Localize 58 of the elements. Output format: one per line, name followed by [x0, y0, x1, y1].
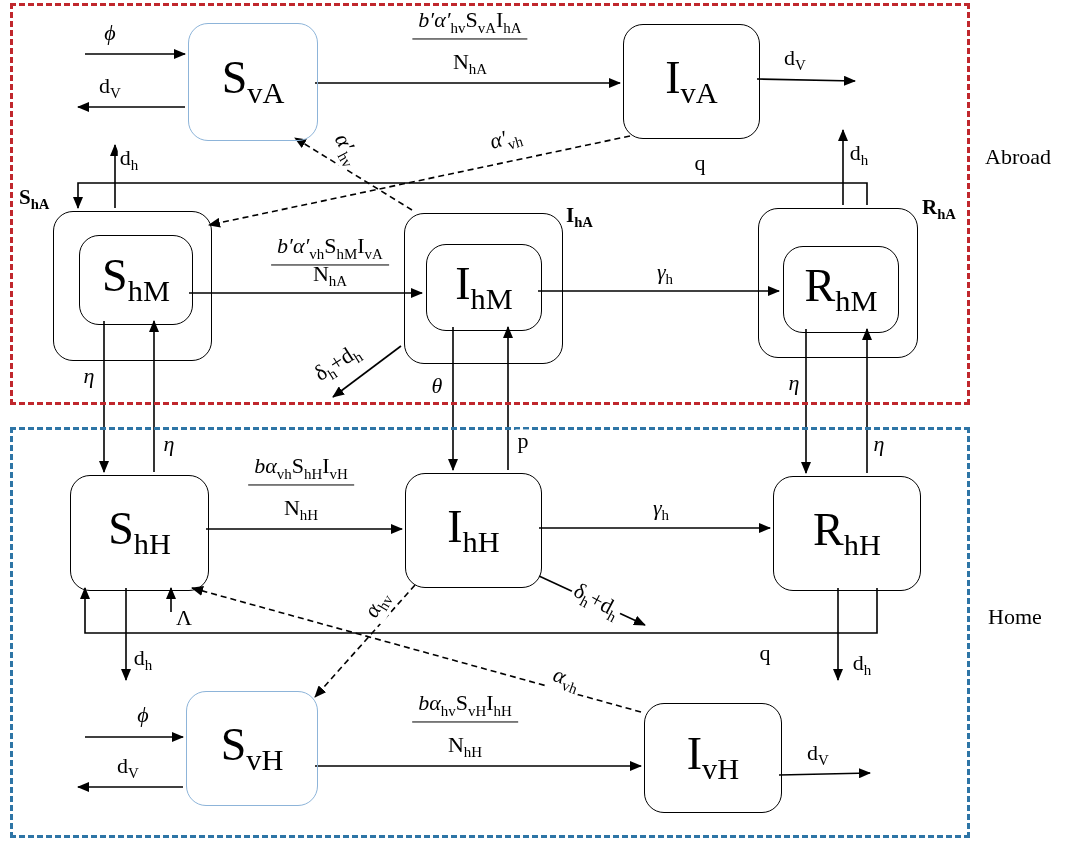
rate-denominator: N$_{hH}$	[447, 733, 483, 761]
dashed-arrow	[208, 135, 631, 228]
arrow	[99, 320, 109, 473]
dashed-arrow	[294, 137, 413, 211]
compartment-label: S$_{vH}$	[220, 721, 284, 776]
region-label: Home	[988, 604, 1042, 630]
arrow	[314, 78, 621, 88]
group-label: I$_{hA}$	[566, 203, 593, 232]
arrow	[166, 587, 176, 613]
compartment-label: I$_{hH}$	[447, 503, 500, 558]
dashed-arrow	[191, 586, 642, 713]
compartment-label: R$_{hH}$	[813, 506, 881, 561]
compartment-box	[79, 235, 193, 325]
compartment-box	[186, 691, 318, 806]
compartment-label: S$_{hH}$	[108, 506, 171, 560]
arrow	[80, 587, 878, 634]
compartment-box	[188, 23, 318, 141]
rate-denominator: N$_{hA}$	[452, 50, 488, 78]
compartment-label: R$_{hM}$	[804, 262, 878, 317]
compartment-box	[405, 473, 542, 588]
arrow	[862, 328, 872, 474]
dashed-arrow	[314, 584, 416, 698]
arrow	[838, 129, 848, 206]
edge-label: p	[515, 429, 531, 453]
arrow	[84, 49, 186, 59]
arrow	[538, 523, 771, 533]
rate-denominator: N$_{hH}$	[283, 496, 319, 524]
compartment-box	[623, 24, 760, 139]
arrow	[833, 587, 843, 681]
compartment-box	[773, 476, 921, 591]
arrow	[77, 102, 186, 112]
compartment-box	[644, 703, 782, 813]
arrow	[314, 761, 642, 771]
arrow	[121, 587, 131, 681]
compartment-box	[783, 246, 899, 333]
compartment-box	[426, 244, 542, 331]
compartment-label: S$_{hM}$	[102, 253, 170, 307]
group-label: S$_{hA}$	[19, 185, 50, 214]
compartment-label: I$_{hM}$	[455, 260, 513, 315]
arrow	[332, 345, 402, 398]
arrow	[84, 732, 184, 742]
compartment-label: I$_{vH}$	[686, 731, 740, 785]
arrow	[73, 182, 868, 209]
arrow	[188, 288, 423, 298]
region-label: Abroad	[985, 144, 1051, 170]
arrow	[149, 320, 159, 473]
compartment-label: S$_{vA}$	[221, 55, 285, 109]
arrow	[537, 286, 780, 296]
compartment-box	[70, 475, 209, 591]
arrow	[77, 782, 184, 792]
arrow	[205, 524, 403, 534]
arrow	[503, 326, 513, 471]
arrow	[778, 768, 871, 779]
arrow	[801, 328, 811, 474]
arrow	[756, 75, 856, 86]
group-label: R$_{hA}$	[922, 195, 956, 224]
compartment-label: I$_{vA}$	[665, 54, 718, 109]
arrow	[448, 326, 458, 471]
